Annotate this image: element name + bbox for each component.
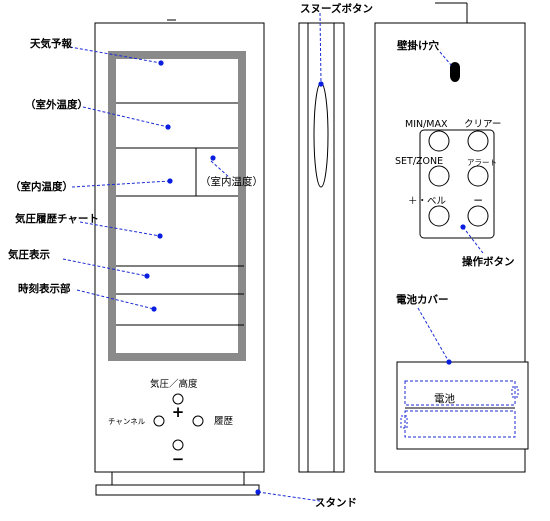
plus-bell-button[interactable] (428, 205, 450, 227)
rear-minus-button[interactable] (467, 205, 489, 227)
side-view (298, 22, 345, 473)
label-battery-cover: 電池カバー (396, 293, 449, 306)
rear-view: MIN/MAX クリアー SET/ZONE アラート ＋・ベル − 電池 (374, 2, 529, 473)
stand (95, 484, 260, 496)
min-max-label: MIN/MAX (405, 119, 448, 130)
front-view: 気圧／高度 + チャンネル 履歴 − (94, 19, 265, 496)
callouts (62, 12, 484, 502)
plus-label: + (172, 403, 185, 421)
rear-minus-label: − (473, 193, 483, 207)
pressure-altitude-label: 気圧／高度 (150, 378, 198, 390)
label-wall-hole: 壁掛け穴 (397, 39, 439, 52)
minus-label: − (172, 450, 185, 468)
battery-lower (404, 410, 516, 438)
label-outdoor-temp: （室外温度） (25, 98, 88, 111)
label-time-display: 時刻表示部 (18, 282, 71, 295)
label-pressure-chart: 気圧履歴チャート (14, 212, 99, 225)
set-zone-label: SET/ZONE (395, 156, 443, 167)
label-stand: スタンド (315, 497, 357, 509)
set-zone-button[interactable] (428, 165, 450, 187)
channel-button[interactable] (153, 415, 165, 427)
alert-label: アラート (467, 158, 497, 167)
clear-button[interactable] (467, 130, 489, 152)
callout-dots (144, 60, 466, 495)
label-indoor-temp-inset: （室内温度） (200, 175, 263, 188)
label-snooze-button: スヌーズボタン (300, 2, 373, 15)
display-frame (108, 51, 246, 361)
label-indoor-temp: （室内温度） (10, 180, 73, 193)
clear-label: クリアー (464, 119, 501, 130)
callout-texts: 天気予報 （室外温度） （室内温度） （室内温度） 気圧履歴チャート 気圧表示 … (7, 2, 515, 509)
battery-upper (404, 380, 516, 406)
history-button[interactable] (192, 415, 204, 427)
label-operation-buttons: 操作ボタン (462, 255, 515, 268)
pressure-altitude-button[interactable] (172, 393, 184, 405)
label-weather-forecast: 天気予報 (30, 37, 72, 50)
plus-button[interactable] (172, 439, 184, 451)
alert-button[interactable] (467, 165, 489, 187)
history-label: 履歴 (214, 416, 234, 427)
label-pressure-display: 気圧表示 (7, 248, 50, 261)
snooze-button[interactable] (313, 82, 329, 188)
channel-label: チャンネル (108, 417, 146, 426)
plus-bell-label: ＋・ベル (408, 196, 447, 207)
min-max-button[interactable] (428, 130, 450, 152)
battery-label: 電池 (434, 392, 455, 405)
